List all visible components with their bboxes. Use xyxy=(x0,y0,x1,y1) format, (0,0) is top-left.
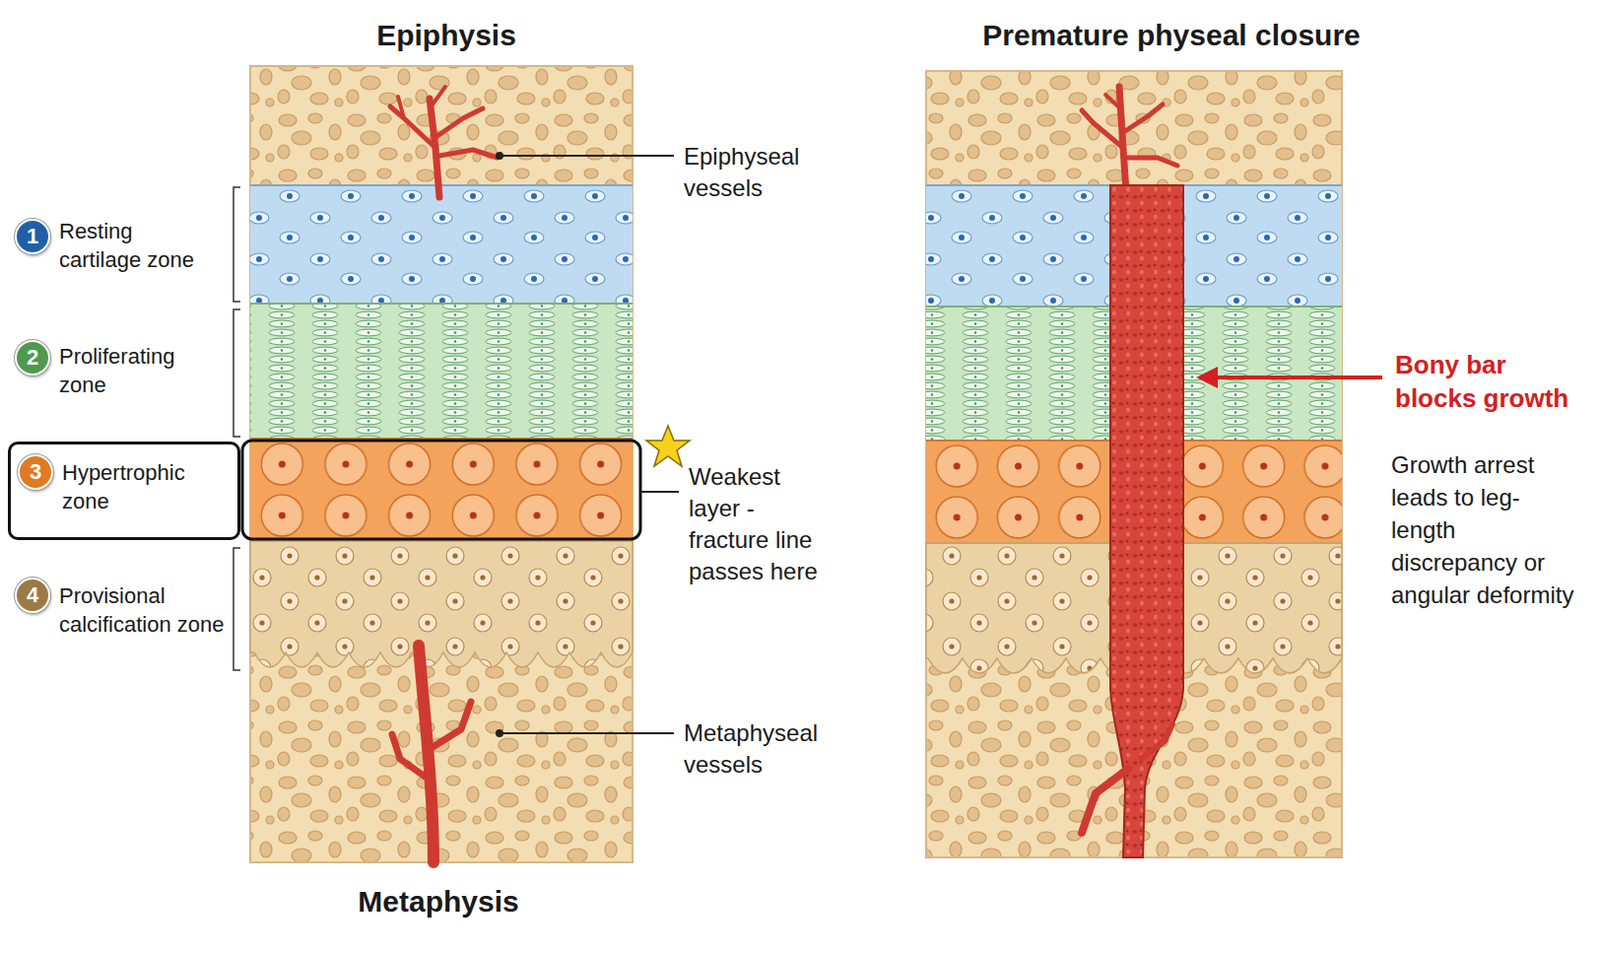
callout-number-text: 1 xyxy=(26,223,39,250)
zone-label: Hypertrophic zone xyxy=(62,458,220,516)
callout-number: 1 xyxy=(14,218,51,255)
callout-number: 3 xyxy=(17,454,54,490)
vessel-label: Metaphyseal vessels xyxy=(683,717,852,781)
bony-bar-label: Bony bar blocks growth xyxy=(1395,347,1578,415)
growth-arrest-note: Growth arrest leads to leg-length discre… xyxy=(1391,448,1579,611)
zone-label-box: Hypertrophic zone 3 xyxy=(7,441,241,540)
callout-number: 4 xyxy=(14,577,51,613)
panel-title: Epiphysis xyxy=(249,15,644,57)
zone-label: Proliferating zone xyxy=(59,341,207,400)
fracture-note: Weakest layer - fracture line passes her… xyxy=(688,461,827,588)
zone-label: Resting cartilage zone xyxy=(59,216,207,274)
panel-title: Premature physeal closure xyxy=(925,15,1418,57)
callout-number: 2 xyxy=(14,339,51,376)
callout-number-text: 4 xyxy=(26,582,39,608)
callout-number-text: 3 xyxy=(29,459,42,485)
callout-number-text: 2 xyxy=(26,344,39,371)
vessel-label: Epiphyseal vessels xyxy=(683,140,852,204)
panel-title: Metaphysis xyxy=(241,881,636,923)
zone-label: Provisional calcification zone xyxy=(59,581,231,639)
